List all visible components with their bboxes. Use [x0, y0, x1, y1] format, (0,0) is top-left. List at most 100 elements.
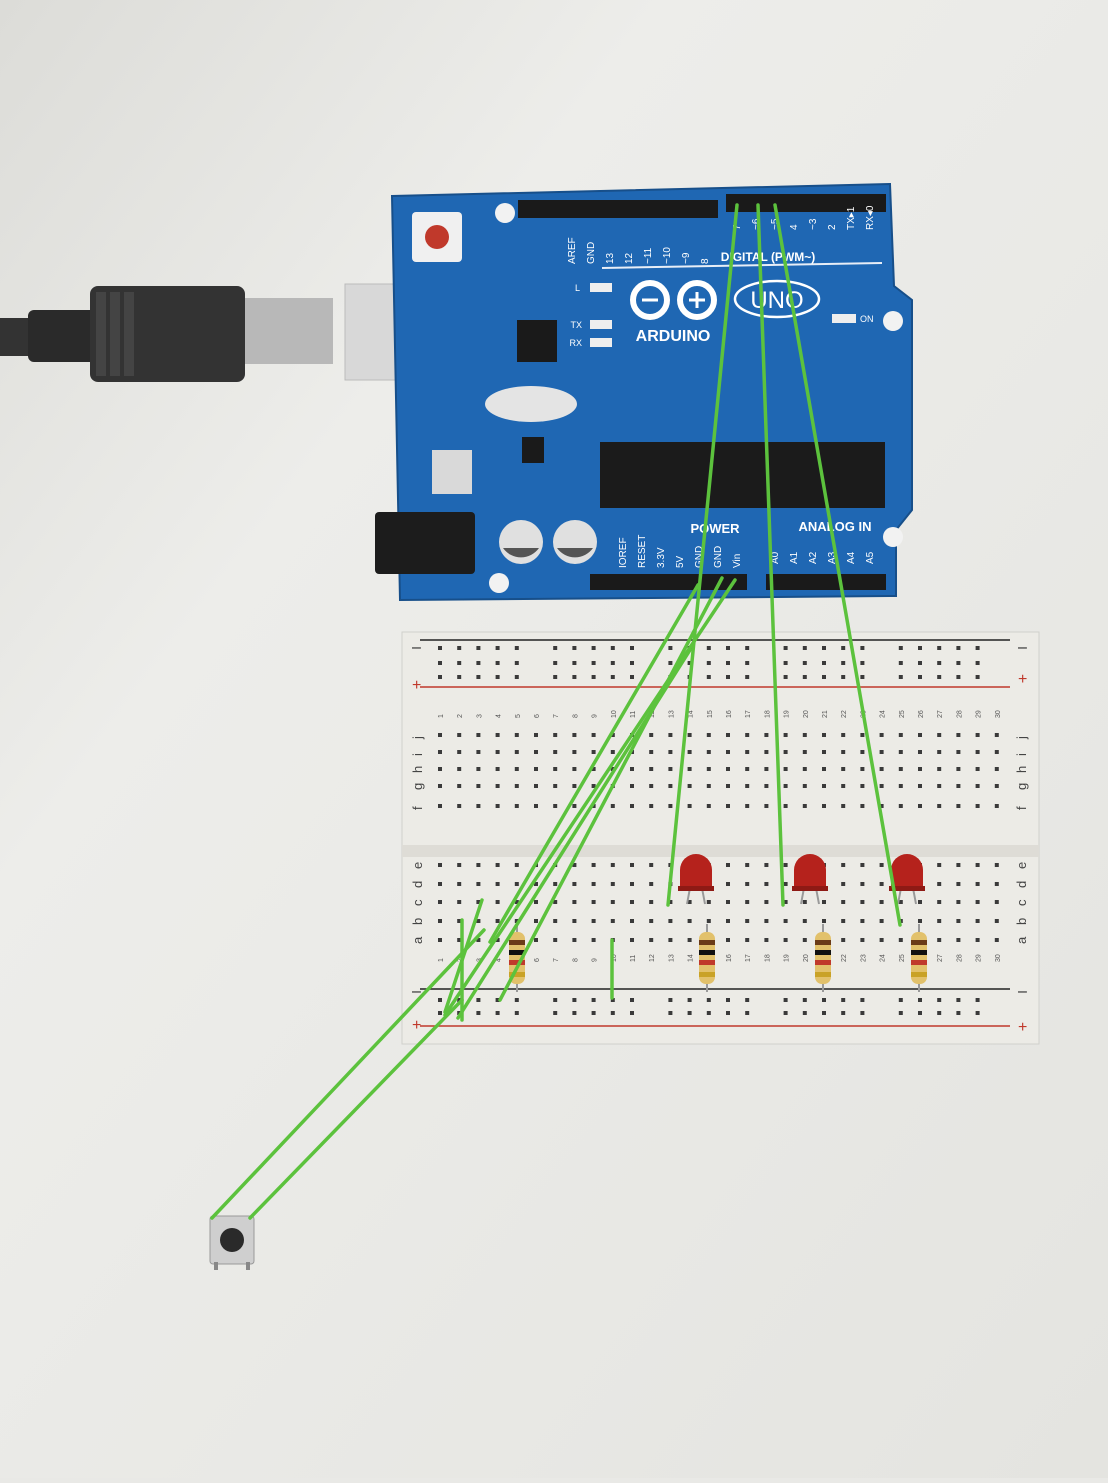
terminal-hole[interactable]: [514, 767, 519, 771]
rail-hole[interactable]: [630, 1011, 634, 1015]
terminal-hole[interactable]: [879, 938, 884, 942]
terminal-hole[interactable]: [822, 900, 826, 904]
rail-hole[interactable]: [438, 1011, 442, 1015]
terminal-hole[interactable]: [726, 919, 730, 923]
rail-hole[interactable]: [457, 646, 462, 650]
rail-hole[interactable]: [687, 998, 692, 1002]
terminal-hole[interactable]: [764, 733, 769, 737]
terminal-hole[interactable]: [668, 938, 673, 942]
rail-hole[interactable]: [591, 675, 596, 679]
terminal-hole[interactable]: [553, 919, 558, 923]
terminal-hole[interactable]: [476, 919, 481, 923]
terminal-hole[interactable]: [591, 767, 596, 771]
reset-button-icon[interactable]: [412, 212, 462, 262]
terminal-hole[interactable]: [591, 733, 596, 737]
terminal-hole[interactable]: [591, 750, 596, 754]
rail-hole[interactable]: [706, 998, 711, 1002]
terminal-hole[interactable]: [476, 767, 481, 771]
terminal-hole[interactable]: [534, 900, 538, 904]
terminal-hole[interactable]: [553, 938, 558, 942]
rail-hole[interactable]: [956, 646, 961, 650]
rail-hole[interactable]: [802, 675, 807, 679]
terminal-hole[interactable]: [457, 938, 462, 942]
rail-hole[interactable]: [438, 675, 442, 679]
rail-hole[interactable]: [476, 1011, 481, 1015]
terminal-hole[interactable]: [495, 750, 500, 754]
rail-hole[interactable]: [822, 998, 826, 1002]
rail-hole[interactable]: [572, 675, 577, 679]
rail-hole[interactable]: [591, 998, 596, 1002]
rail-hole[interactable]: [956, 661, 961, 665]
terminal-hole[interactable]: [495, 919, 500, 923]
terminal-hole[interactable]: [476, 733, 481, 737]
terminal-hole[interactable]: [745, 733, 750, 737]
terminal-hole[interactable]: [495, 804, 500, 808]
terminal-hole[interactable]: [745, 919, 750, 923]
terminal-hole[interactable]: [879, 750, 884, 754]
terminal-hole[interactable]: [476, 863, 481, 867]
terminal-hole[interactable]: [630, 919, 634, 923]
terminal-hole[interactable]: [610, 919, 615, 923]
rail-hole[interactable]: [860, 646, 865, 650]
rail-hole[interactable]: [630, 646, 634, 650]
terminal-hole[interactable]: [591, 919, 596, 923]
terminal-hole[interactable]: [994, 733, 999, 737]
terminal-hole[interactable]: [802, 938, 807, 942]
terminal-hole[interactable]: [572, 804, 577, 808]
terminal-hole[interactable]: [898, 804, 903, 808]
rail-hole[interactable]: [553, 661, 558, 665]
terminal-hole[interactable]: [495, 784, 500, 788]
terminal-hole[interactable]: [937, 784, 942, 788]
terminal-hole[interactable]: [783, 733, 788, 737]
terminal-hole[interactable]: [802, 900, 807, 904]
terminal-hole[interactable]: [649, 900, 654, 904]
terminal-hole[interactable]: [745, 863, 750, 867]
terminal-hole[interactable]: [937, 882, 942, 886]
terminal-hole[interactable]: [687, 919, 692, 923]
terminal-hole[interactable]: [994, 863, 999, 867]
terminal-hole[interactable]: [457, 900, 462, 904]
terminal-hole[interactable]: [438, 733, 442, 737]
terminal-hole[interactable]: [610, 767, 615, 771]
rail-hole[interactable]: [687, 661, 692, 665]
rail-hole[interactable]: [726, 1011, 730, 1015]
rail-hole[interactable]: [918, 1011, 922, 1015]
terminal-hole[interactable]: [841, 804, 846, 808]
terminal-hole[interactable]: [726, 750, 730, 754]
terminal-hole[interactable]: [591, 938, 596, 942]
terminal-hole[interactable]: [610, 863, 615, 867]
terminal-hole[interactable]: [476, 900, 481, 904]
usb-cable-icon[interactable]: [0, 283, 468, 382]
rail-hole[interactable]: [956, 675, 961, 679]
terminal-hole[interactable]: [687, 900, 692, 904]
rail-hole[interactable]: [975, 675, 980, 679]
terminal-hole[interactable]: [649, 767, 654, 771]
terminal-hole[interactable]: [495, 882, 500, 886]
terminal-hole[interactable]: [764, 804, 769, 808]
terminal-hole[interactable]: [726, 804, 730, 808]
terminal-hole[interactable]: [457, 804, 462, 808]
terminal-hole[interactable]: [898, 750, 903, 754]
rail-hole[interactable]: [706, 1011, 711, 1015]
terminal-hole[interactable]: [457, 767, 462, 771]
terminal-hole[interactable]: [879, 900, 884, 904]
terminal-hole[interactable]: [764, 750, 769, 754]
terminal-hole[interactable]: [783, 750, 788, 754]
rail-hole[interactable]: [553, 1011, 558, 1015]
terminal-hole[interactable]: [879, 919, 884, 923]
terminal-hole[interactable]: [975, 919, 980, 923]
terminal-hole[interactable]: [764, 900, 769, 904]
terminal-hole[interactable]: [764, 919, 769, 923]
terminal-hole[interactable]: [822, 804, 826, 808]
terminal-hole[interactable]: [534, 938, 538, 942]
terminal-hole[interactable]: [822, 750, 826, 754]
terminal-hole[interactable]: [553, 750, 558, 754]
rail-hole[interactable]: [802, 998, 807, 1002]
terminal-hole[interactable]: [783, 767, 788, 771]
terminal-hole[interactable]: [514, 750, 519, 754]
terminal-hole[interactable]: [687, 750, 692, 754]
terminal-hole[interactable]: [553, 733, 558, 737]
rail-hole[interactable]: [457, 675, 462, 679]
terminal-hole[interactable]: [495, 900, 500, 904]
jumper-wire-11[interactable]: [210, 928, 486, 1220]
